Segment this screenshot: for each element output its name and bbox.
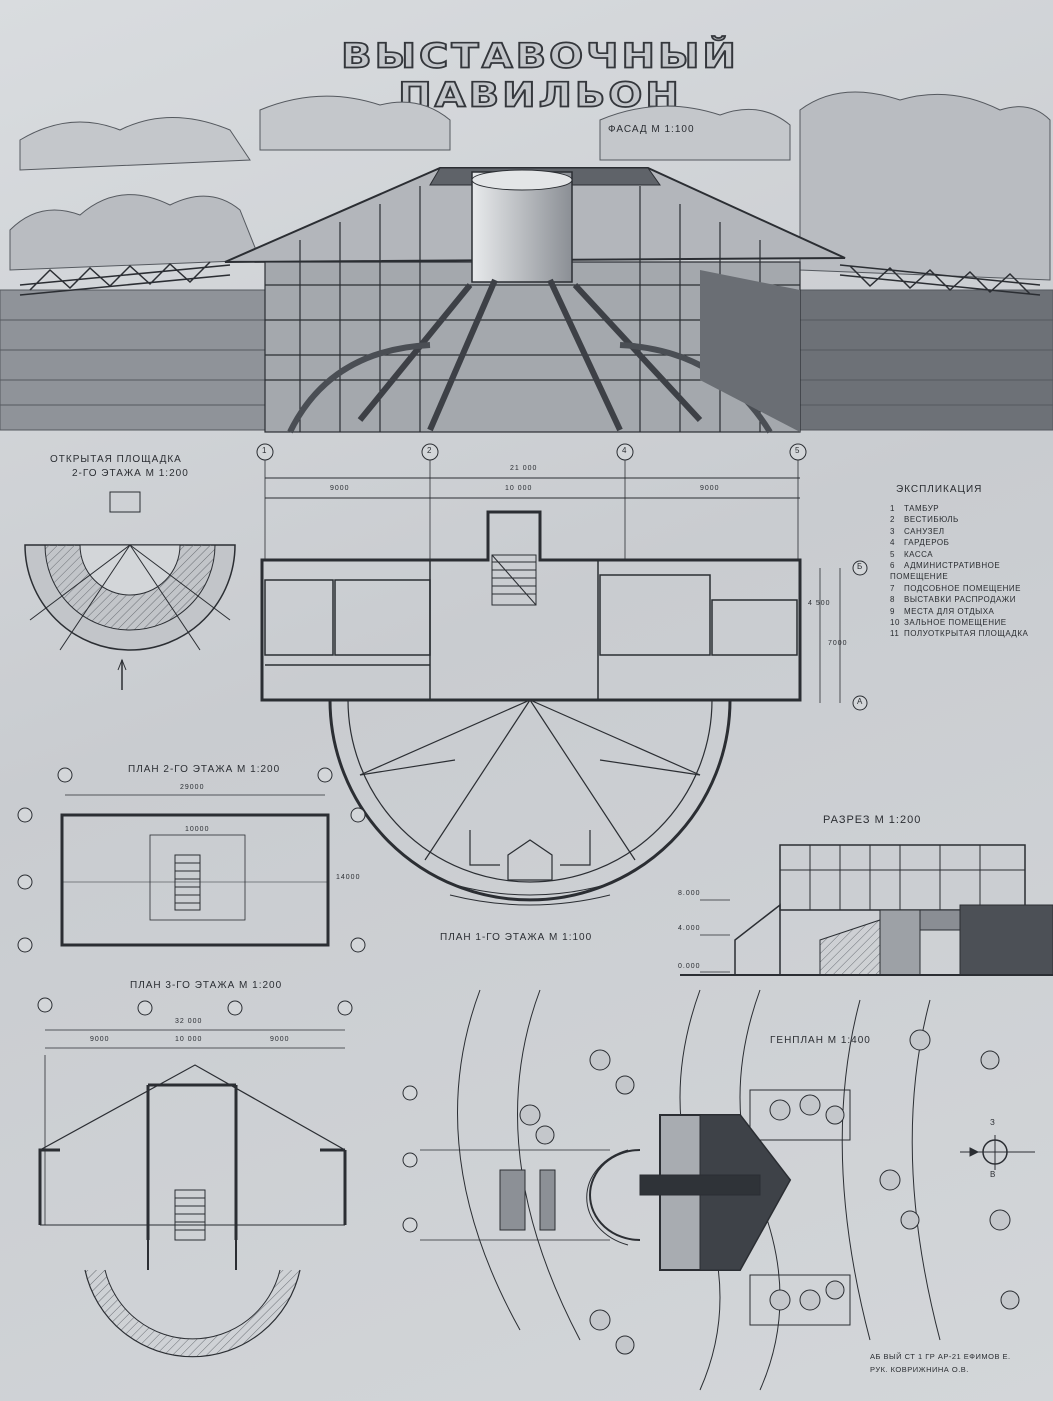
dim-sec-2: 4.000 [678,925,701,932]
dim-p2-total: 29000 [180,784,205,791]
genplan-trees [519,1029,1020,1355]
compass-south: В [990,1170,997,1179]
dim-h2: 7000 [828,640,848,647]
compass-north: З [990,1118,996,1127]
dim-p3-right: 9000 [270,1036,290,1043]
legend-heading: ЭКСПЛИКАЦИЯ [896,484,983,495]
compass-rose [960,1135,1035,1170]
author-signature: АБ ВЫЙ СТ 1 ГР АР-21 ЕФИМОВ Е. РУК. КОВР… [870,1350,1011,1376]
dim-mid: 10 000 [505,485,533,492]
plan-3-stair [174,1189,206,1241]
facade-struts [357,278,703,432]
dim-total: 21 000 [510,465,538,472]
facade-background-trees [9,91,1051,281]
open-area-plan [24,491,236,690]
plan-3-floor [37,997,418,1358]
signature-line-2: РУК. КОВРИЖНИНА О.В. [870,1365,969,1374]
plan-1-stair [491,554,537,606]
dim-p3-left: 9000 [90,1036,110,1043]
axis-1: 1 [262,446,268,455]
plan-2-floor [17,767,366,953]
facade-trusses [19,261,1041,296]
section-drawing [680,844,1053,976]
plan-3-label: ПЛАН 3-ГО ЭТАЖА М 1:200 [130,980,283,991]
dim-left: 9000 [330,485,350,492]
facade-ground-bands [0,289,1053,431]
genplan-label: ГЕНПЛАН М 1:400 [770,1035,871,1046]
plan-1-floor [256,443,868,906]
dim-p2-inner: 10000 [185,826,210,833]
axis-a: А [857,697,864,706]
dim-p3-inner: 10 000 [175,1036,203,1043]
plan-2-label: ПЛАН 2-ГО ЭТАЖА М 1:200 [128,764,281,775]
genplan-building [586,1114,792,1271]
section-label: РАЗРЕЗ М 1:200 [823,814,922,826]
sheet-title: ВЫСТАВОЧНЫЙ ПАВИЛЬОН [340,36,739,116]
plan-2-stair [174,854,201,911]
dim-right: 9000 [700,485,720,492]
facade-label: ФАСАД М 1:100 [608,124,695,135]
dim-sec-1: 8.000 [678,890,701,897]
axis-5: 5 [795,446,801,455]
facade-drawing [0,91,1053,434]
dim-p2-h: 14000 [336,874,361,881]
open-area-label-2: 2-ГО ЭТАЖА М 1:200 [72,468,189,479]
dim-p3-total: 32 000 [175,1018,203,1025]
axis-b: Б [857,562,864,571]
axis-4: 4 [622,446,628,455]
genplan-drawing [420,989,1020,1391]
dim-sec-3: 0.000 [678,963,701,970]
axis-2: 2 [427,446,433,455]
dim-h1: 4 500 [808,600,831,607]
open-area-label-1: ОТКРЫТАЯ ПЛОЩАДКА [50,454,182,465]
plan-1-label: ПЛАН 1-ГО ЭТАЖА М 1:100 [440,932,593,943]
signature-line-1: АБ ВЫЙ СТ 1 ГР АР-21 ЕФИМОВ Е. [870,1352,1011,1361]
